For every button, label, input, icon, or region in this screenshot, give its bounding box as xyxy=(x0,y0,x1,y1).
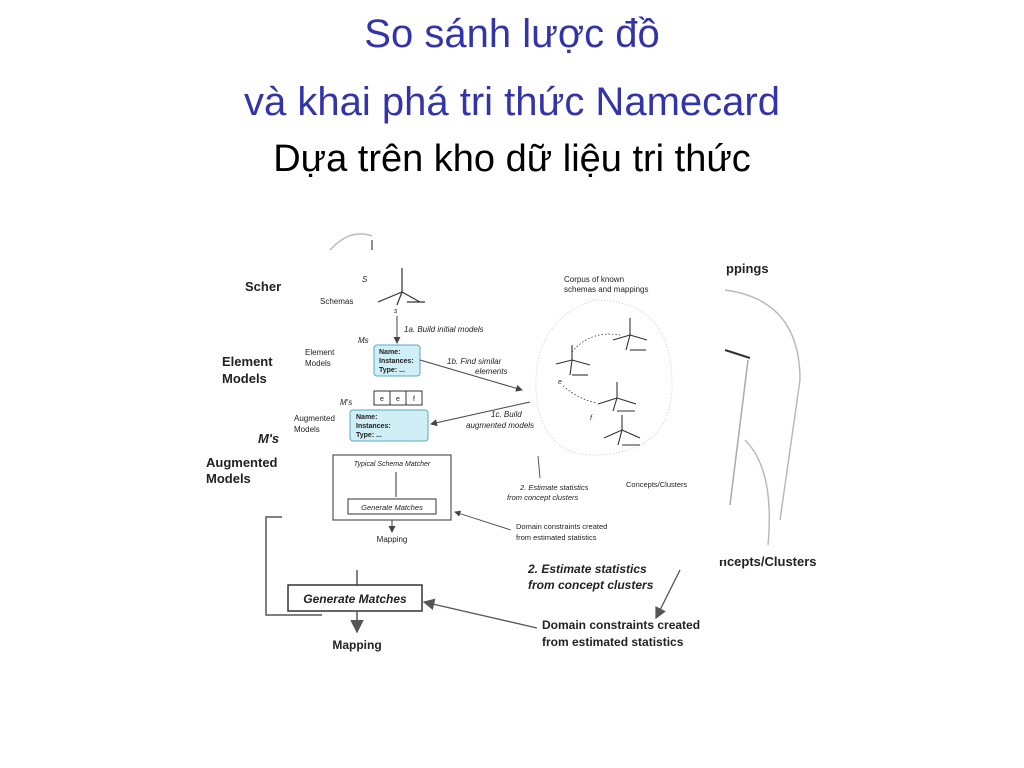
ms-prime-label: M's xyxy=(340,398,352,407)
step-1c-1: 1c. Build xyxy=(491,410,522,419)
subtitle: Dựa trên kho dữ liệu tri thức xyxy=(273,138,751,180)
bg-generate-matches: Generate Matches xyxy=(303,592,407,606)
e-node-label: e xyxy=(558,379,562,386)
title-line-2: và khai phá tri thức Namecard xyxy=(244,80,780,124)
bg-augmented-1: Augmented xyxy=(206,455,278,470)
schemas-label: Schemas xyxy=(320,297,353,306)
bg-element-models-2: Models xyxy=(222,371,267,386)
step-1b-2: elements xyxy=(475,367,507,376)
bg-arrow-domain-to-generate xyxy=(422,598,538,629)
mapping: Mapping xyxy=(377,535,408,544)
similarity-link-2 xyxy=(562,385,598,404)
domain-2: from estimated statistics xyxy=(516,533,597,542)
bg-element-models-1: Element xyxy=(222,354,273,369)
model1-line-3: Type: ... xyxy=(379,367,405,374)
f-node-label: f xyxy=(590,415,593,422)
estimate-2: from concept clusters xyxy=(507,493,579,502)
generate-matches-box xyxy=(347,498,437,515)
bg-mappings-label: ppings xyxy=(726,261,769,276)
bg-arrow-to-domain xyxy=(655,569,681,620)
bg-domain-2: from estimated statistics xyxy=(542,635,684,649)
model1-line-2: Instances: xyxy=(379,358,414,365)
bg-augmented-2: Models xyxy=(206,471,251,486)
corpus-tree-icon-4 xyxy=(603,415,641,446)
element-models-1: Element xyxy=(305,348,335,357)
s-label: S xyxy=(362,275,368,284)
step-1a: 1a. Build initial models xyxy=(404,325,484,334)
bg-outline-curve xyxy=(724,289,801,521)
arrow-domain-to-generate xyxy=(454,510,512,531)
bg-schema-curve xyxy=(329,233,373,251)
bg-concepts-label: ncepts/Clusters xyxy=(719,554,817,569)
model2-line-3: Type: ... xyxy=(356,432,382,439)
estimate-1: 2. Estimate statistics xyxy=(519,483,589,492)
bg-faint-curve xyxy=(744,439,771,546)
corpus-2: schemas and mappings xyxy=(564,285,649,294)
model2-line-1: Name: xyxy=(356,414,377,421)
corpus-1: Corpus of known xyxy=(564,275,624,284)
step-1b-1: 1b. Find similar xyxy=(447,357,502,366)
tag-box-3 xyxy=(405,390,423,406)
background-diagram: Scher Element Models M's Augmented Model… xyxy=(206,233,817,652)
bg-tree-branch xyxy=(724,349,751,359)
line-clusters-to-estimate xyxy=(537,455,541,479)
tag-3: f xyxy=(413,396,415,403)
bg-feedback-line xyxy=(265,516,322,616)
generate-matches: Generate Matches xyxy=(361,503,423,512)
augmented-models-2: Models xyxy=(294,425,320,434)
bg-mapping: Mapping xyxy=(332,638,381,652)
typical-matcher-label: Typical Schema Matcher xyxy=(354,461,431,468)
bg-ms-prime: M's xyxy=(258,431,279,446)
bg-domain-1: Domain constraints created xyxy=(542,618,700,632)
bg-generate-matches-box xyxy=(287,584,423,612)
bg-faint-line xyxy=(729,359,749,506)
bg-estimate-1: 2. Estimate statistics xyxy=(527,562,647,576)
schema-tree-icon xyxy=(377,268,425,306)
similarity-link-1 xyxy=(571,333,621,353)
augmented-model-box xyxy=(349,409,429,442)
s-node-label: s xyxy=(394,308,398,315)
title-line-1: So sánh lược đồ xyxy=(364,12,660,56)
arrow-find-similar xyxy=(419,359,523,392)
bg-estimate-2: from concept clusters xyxy=(528,578,654,592)
model1-line-1: Name: xyxy=(379,349,400,356)
arrow-build-augmented xyxy=(430,401,531,427)
corpus-tree-icon-3 xyxy=(597,382,637,412)
tag-2: e xyxy=(396,396,400,403)
corpus-tree-icon-1 xyxy=(612,318,648,351)
inset-diagram: S Schemas s 1a. Build initial models Ms … xyxy=(284,250,725,560)
ms-label: Ms xyxy=(358,336,369,345)
bg-schemas-label: Scher xyxy=(245,279,281,294)
corpus-tree-icon-2 xyxy=(555,345,591,376)
step-1c-2: augmented models xyxy=(466,421,534,430)
concepts-clusters: Concepts/Clusters xyxy=(626,480,688,489)
tag-1: e xyxy=(380,396,384,403)
domain-1: Domain constraints created xyxy=(516,522,607,531)
model2-line-2: Instances: xyxy=(356,423,391,430)
augmented-models-1: Augmented xyxy=(294,414,335,423)
element-models-2: Models xyxy=(305,359,331,368)
